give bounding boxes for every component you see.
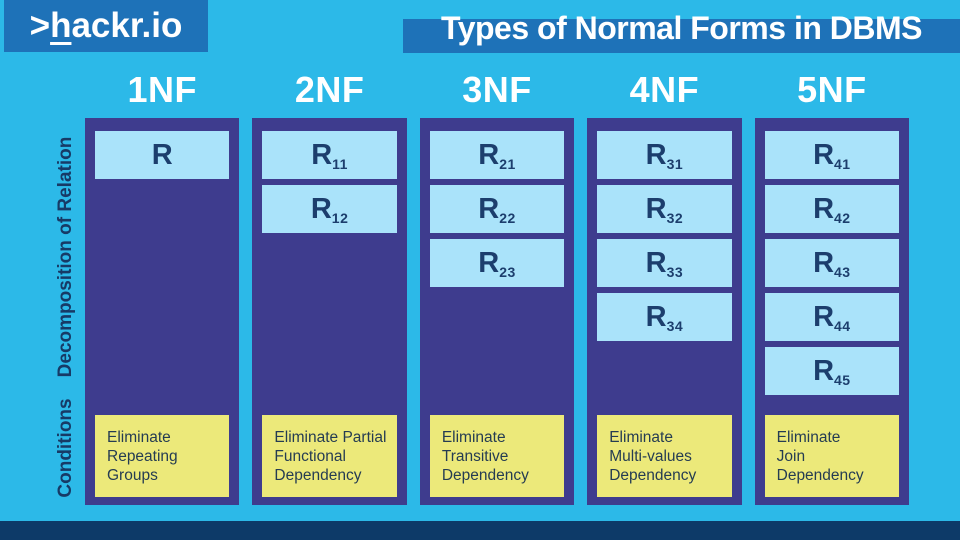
relation-subscript: 32 — [666, 210, 684, 226]
brand-logo-bar: >hackr.io — [4, 0, 208, 52]
relation-subscript: 44 — [834, 318, 851, 334]
relation-label: R — [813, 354, 835, 387]
relation-subscript: 45 — [834, 372, 851, 388]
relation-subscript: 43 — [834, 264, 851, 280]
relation-subscript: 33 — [666, 264, 684, 280]
brand-prefix: > — [29, 6, 51, 45]
condition-box-3nf: Eliminate Transitive Dependency — [429, 415, 565, 497]
relation-subscript: 41 — [834, 156, 851, 172]
relation-label: R — [645, 300, 667, 333]
brand-rest: ackr.io — [71, 6, 183, 45]
relation-label: R — [813, 138, 835, 171]
relation-label: R — [151, 138, 173, 171]
relation-label: R — [310, 192, 332, 225]
relation-subscript: 12 — [331, 210, 349, 226]
relation-box: R — [95, 131, 230, 179]
relation-label: R — [813, 300, 835, 333]
relation-subscript: 21 — [499, 156, 516, 172]
relation-subscript: 42 — [834, 210, 851, 226]
condition-box-1nf: Eliminate Repeating Groups — [95, 415, 230, 497]
nf-header-row: 1NF 2NF 3NF 4NF 5NF — [85, 66, 909, 114]
relation-label: R — [478, 246, 500, 279]
relation-label: R — [813, 192, 835, 225]
footer-bar — [0, 521, 960, 540]
page-title: Types of Normal Forms in DBMS — [441, 10, 922, 46]
condition-box-4nf: Eliminate Multi-values Dependency — [597, 415, 732, 497]
relation-subscript: 23 — [499, 264, 516, 280]
relation-label: R — [645, 192, 667, 225]
relation-subscript: 34 — [666, 318, 684, 334]
column-header-1nf: 1NF — [127, 69, 197, 110]
brand-underlined-letter: h — [50, 6, 72, 45]
column-header-3nf: 3NF — [462, 69, 532, 110]
column-header-2nf: 2NF — [294, 69, 365, 110]
column-header-5nf: 5NF — [797, 69, 867, 110]
relation-label: R — [645, 138, 667, 171]
relation-label: R — [311, 138, 333, 171]
relation-subscript: 31 — [666, 156, 684, 172]
side-label-decomposition: Decomposition of Relation — [55, 136, 76, 378]
relation-subscript: 11 — [332, 156, 348, 172]
condition-box-2nf: Eliminate Partial Functional Dependency — [262, 415, 397, 497]
column-header-4nf: 4NF — [629, 69, 700, 110]
relation-label: R — [478, 192, 500, 225]
relation-label: R — [645, 246, 667, 279]
relation-label: R — [478, 138, 500, 171]
nf-column-1nf: R Eliminate Repeating Groups — [85, 118, 240, 505]
title-bar: Types of Normal Forms in DBMS — [403, 10, 960, 53]
relation-label: R — [813, 246, 835, 279]
brand-logo: >hackr.io — [30, 6, 183, 46]
condition-box-5nf: Eliminate Join Dependency — [764, 415, 900, 497]
relation-subscript: 22 — [499, 210, 516, 226]
side-label-conditions: Conditions — [55, 398, 76, 498]
